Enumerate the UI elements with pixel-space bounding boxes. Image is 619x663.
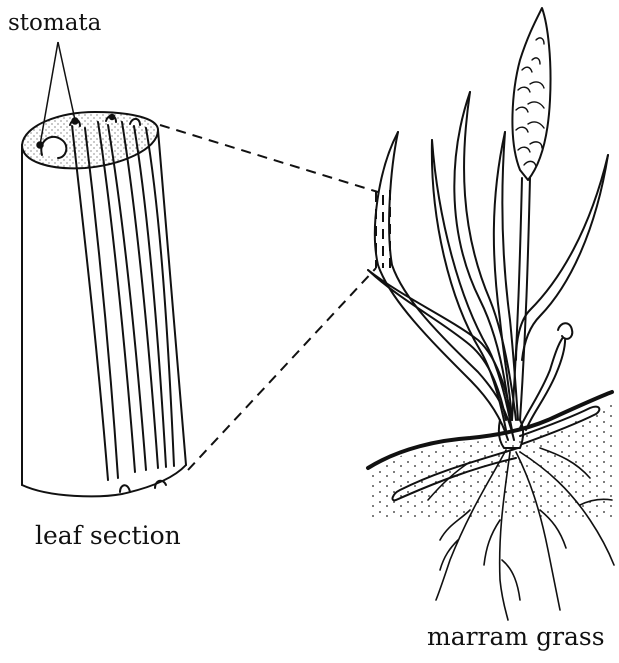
leaf-blade-with-section — [375, 132, 508, 440]
curled-leaf-tip — [558, 323, 572, 339]
marram-grass-drawing — [368, 8, 614, 620]
sand-region — [372, 404, 612, 520]
marram-grass-label: marram grass — [427, 622, 605, 651]
stomata-label: stomata — [8, 10, 101, 36]
zoom-dashed-lines — [160, 125, 390, 470]
leaf-section-drawing — [22, 112, 186, 496]
leaf-section-label: leaf section — [35, 521, 181, 550]
stem — [512, 178, 522, 420]
flower-spike — [512, 8, 550, 180]
